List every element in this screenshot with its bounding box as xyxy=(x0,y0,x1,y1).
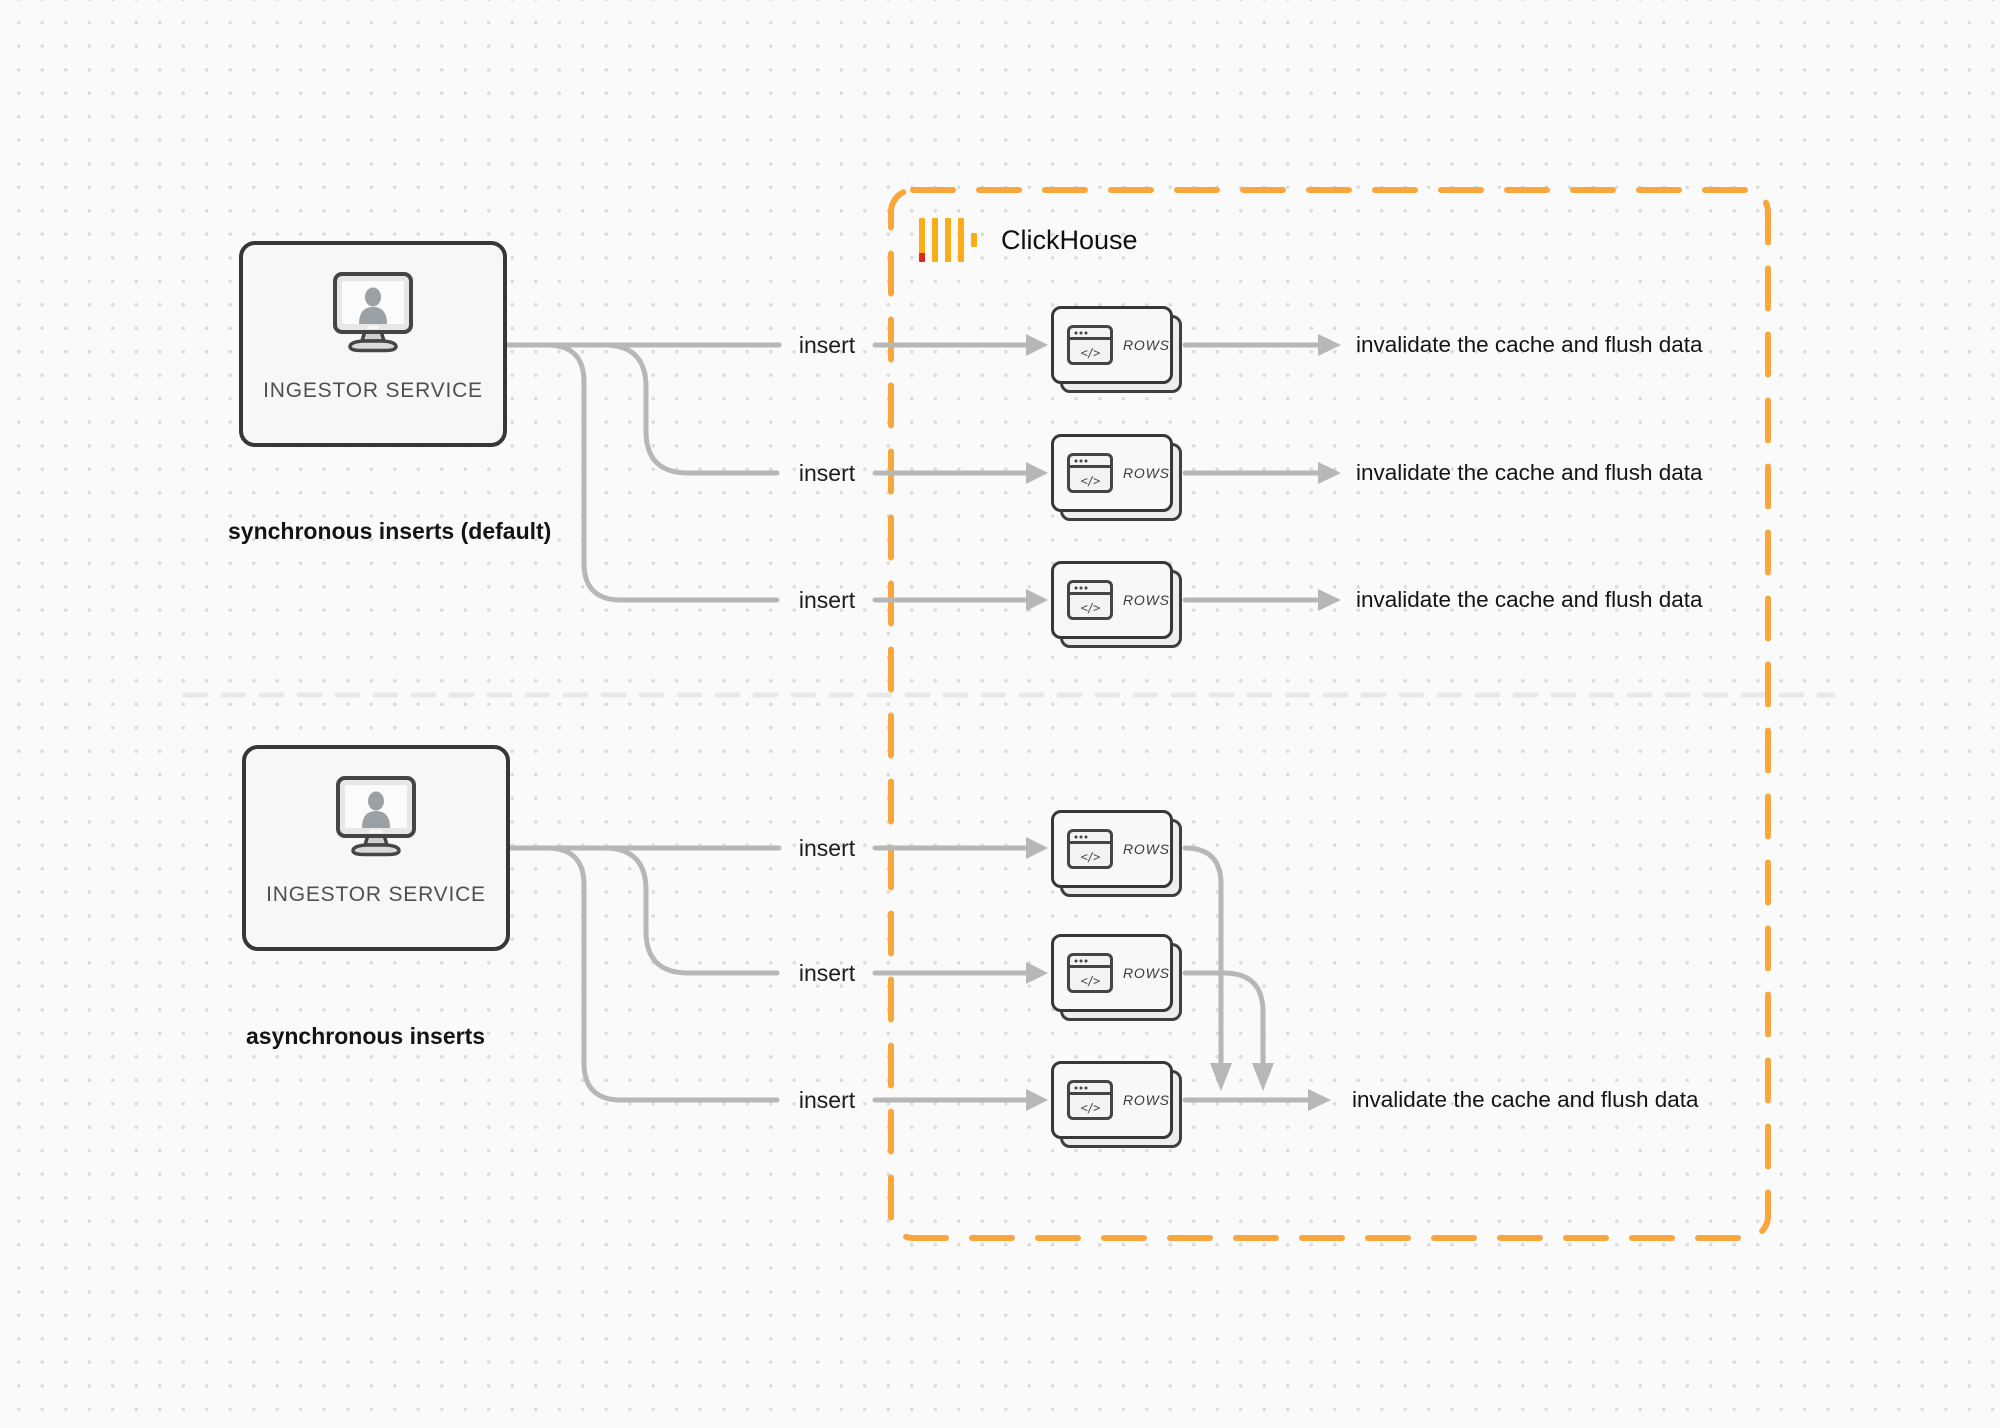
code-window-icon: </> xyxy=(1067,829,1113,869)
rows-card-async-1: </> ROWS xyxy=(1051,810,1182,897)
rows-card-sync-2: </> ROWS xyxy=(1051,434,1182,521)
arrowhead-icon xyxy=(1308,1089,1331,1111)
arrowhead-icon xyxy=(1026,837,1048,859)
arrowhead-icon xyxy=(1026,962,1048,984)
window-titlebar-dots-icon xyxy=(1070,328,1110,340)
ingestor-service-label: INGESTOR SERVICE xyxy=(263,379,483,402)
section-title-async: asynchronous inserts xyxy=(246,1023,486,1049)
insert-label-sync-3: insert xyxy=(798,587,856,613)
arrowhead-icon xyxy=(1318,589,1341,611)
rows-card-async-3: </> ROWS xyxy=(1051,1061,1182,1148)
code-glyph: </> xyxy=(1080,1100,1101,1115)
window-titlebar-dots-icon xyxy=(1070,583,1110,595)
code-window-icon: </> xyxy=(1067,580,1113,620)
clickhouse-title: ClickHouse xyxy=(1001,224,1138,255)
monitor-user-icon xyxy=(336,776,416,857)
window-titlebar-dots-icon xyxy=(1070,832,1110,844)
arrowhead-down-icon xyxy=(1210,1063,1232,1091)
rows-card-front: </> ROWS xyxy=(1051,810,1173,888)
async-branch-3 xyxy=(544,845,780,1103)
arrowhead-icon xyxy=(1026,589,1048,611)
clickhouse-logo-bar-red-tip xyxy=(919,218,925,262)
rows-card-front: </> ROWS xyxy=(1051,1061,1173,1139)
rows-card-front: </> ROWS xyxy=(1051,561,1173,639)
rows-label: ROWS xyxy=(1123,841,1170,857)
async-branch-2 xyxy=(601,845,780,976)
clickhouse-logo-nub xyxy=(971,233,977,247)
rows-label: ROWS xyxy=(1123,337,1170,353)
ingestor-service-box-sync: INGESTOR SERVICE xyxy=(239,241,507,447)
window-titlebar-dots-icon xyxy=(1070,1083,1110,1095)
arrowhead-icon xyxy=(1026,462,1048,484)
result-label-sync-3: invalidate the cache and flush data xyxy=(1356,587,1703,612)
monitor-user-icon xyxy=(333,272,413,353)
insert-label-async-2: insert xyxy=(798,960,856,986)
rows-label: ROWS xyxy=(1123,592,1170,608)
async-merge-line-2 xyxy=(1182,970,1266,1067)
code-glyph: </> xyxy=(1080,600,1101,615)
connectors-sync xyxy=(504,342,1321,603)
code-glyph: </> xyxy=(1080,473,1101,488)
code-window-icon: </> xyxy=(1067,953,1113,993)
async-merge-line-1 xyxy=(1182,845,1224,1067)
arrowhead-icon xyxy=(1026,334,1048,356)
sync-branch-3 xyxy=(544,342,780,603)
clickhouse-logo-bar xyxy=(945,218,951,262)
rows-card-front: </> ROWS xyxy=(1051,934,1173,1012)
result-label-async: invalidate the cache and flush data xyxy=(1352,1087,1699,1112)
window-titlebar-dots-icon xyxy=(1070,456,1110,468)
rows-card-front: </> ROWS xyxy=(1051,306,1173,384)
rows-label: ROWS xyxy=(1123,1092,1170,1108)
arrowhead-down-icon xyxy=(1252,1063,1274,1091)
clickhouse-logo-bar xyxy=(958,218,964,262)
ingestor-service-box-async: INGESTOR SERVICE xyxy=(242,745,510,951)
code-window-icon: </> xyxy=(1067,325,1113,365)
insert-label-sync-1: insert xyxy=(798,332,856,358)
insert-label-sync-2: insert xyxy=(798,460,856,486)
connectors-async xyxy=(502,845,1311,1103)
rows-card-async-2: </> ROWS xyxy=(1051,934,1182,1021)
window-titlebar-dots-icon xyxy=(1070,956,1110,968)
rows-label: ROWS xyxy=(1123,965,1170,981)
code-window-icon: </> xyxy=(1067,1080,1113,1120)
result-label-sync-1: invalidate the cache and flush data xyxy=(1356,332,1703,357)
code-window-icon: </> xyxy=(1067,453,1113,493)
sync-branch-2 xyxy=(601,342,780,476)
rows-card-front: </> ROWS xyxy=(1051,434,1173,512)
code-glyph: </> xyxy=(1080,345,1101,360)
insert-label-async-1: insert xyxy=(798,835,856,861)
result-label-sync-2: invalidate the cache and flush data xyxy=(1356,460,1703,485)
rows-card-sync-3: </> ROWS xyxy=(1051,561,1182,648)
arrowhead-icon xyxy=(1318,334,1341,356)
arrowhead-icon xyxy=(1026,1089,1048,1111)
code-glyph: </> xyxy=(1080,973,1101,988)
section-title-sync: synchronous inserts (default) xyxy=(228,518,552,544)
insert-label-async-3: insert xyxy=(798,1087,856,1113)
ingestor-service-label: INGESTOR SERVICE xyxy=(266,883,486,906)
clickhouse-logo-bar xyxy=(932,218,938,262)
code-glyph: </> xyxy=(1080,849,1101,864)
rows-card-sync-1: </> ROWS xyxy=(1051,306,1182,393)
arrowhead-icon xyxy=(1318,462,1341,484)
rows-label: ROWS xyxy=(1123,465,1170,481)
clickhouse-logo: ClickHouse xyxy=(919,217,1138,263)
